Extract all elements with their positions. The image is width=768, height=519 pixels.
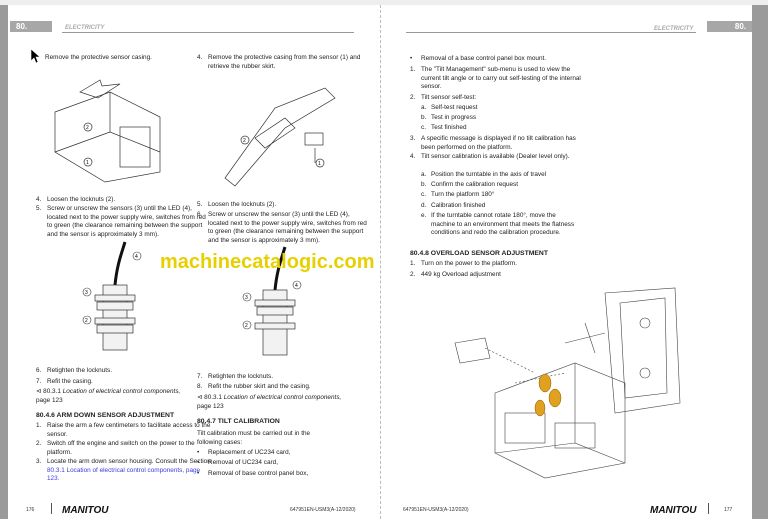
callout-2: 2 <box>85 318 88 324</box>
calib-c: c.Turn the platform 180° <box>421 191 495 198</box>
cross-reference-1[interactable]: ⊲ 80.3.1 Location of electrical control … <box>36 388 181 404</box>
right-page-edge <box>752 5 768 519</box>
right-step-1: 1.The "Tilt Management" sub-menu is used… <box>410 66 581 91</box>
arm-step-3: 3.Locate the arm down sensor housing. Co… <box>36 458 211 483</box>
step-6-screw-sensor: 6.Screw or unscrew the sensor (3) until … <box>197 211 367 244</box>
cross-reference-2[interactable]: ⊲ 80.3.1 Location of electrical control … <box>197 394 342 410</box>
callout-2: 2 <box>245 323 248 329</box>
heading-tilt-calibration: 80.4.7 TILT CALIBRATION <box>197 418 280 425</box>
overload-step-1: 1.Turn on the power to the platform. <box>410 260 518 267</box>
proximity-sensor-illustration-1: 3 2 4 <box>82 241 142 351</box>
self-test-b: b.Test in progress <box>421 114 477 121</box>
heading-overload-sensor: 80.4.8 OVERLOAD SENSOR ADJUSTMENT <box>410 250 548 257</box>
footer-separator-right <box>708 503 709 514</box>
callout-1: 1 <box>318 161 321 167</box>
manitou-logo-right: MANITOU <box>650 505 697 516</box>
step-4-right-col: 4.Remove the protective casing from the … <box>197 54 361 70</box>
calib-a: a.Position the turntable in the axis of … <box>421 171 547 178</box>
callout-2: 2 <box>86 125 89 131</box>
step-7-refit: 7.Refit the casing. <box>36 378 93 385</box>
viewer-top-bar <box>0 0 768 5</box>
step-7-retighten-right: 7.Retighten the locknuts. <box>197 373 274 380</box>
callout-3: 3 <box>85 290 88 296</box>
calib-b: b.Confirm the calibration request <box>421 181 519 188</box>
callout-1: 1 <box>86 160 89 166</box>
step-5-screw-sensors: 5.Screw or unscrew the sensors (3) until… <box>36 205 206 238</box>
tilt-case-1: •Replacement of UC234 card, <box>197 449 291 456</box>
section-link[interactable]: 80.3.1 Location of electrical control co… <box>47 466 201 483</box>
footer-separator <box>51 503 52 514</box>
bullet-icon: • <box>197 470 200 477</box>
manitou-logo-left: MANITOU <box>62 505 109 516</box>
proximity-sensor-illustration-2: 3 2 4 <box>242 246 302 356</box>
watermark: machinecatalogic.com <box>160 251 375 273</box>
header-rule-left <box>62 32 354 33</box>
overload-sensor-exploded-illustration <box>454 287 681 479</box>
document-code-left: 647951EN-USM3(A-12/2020) <box>290 507 356 513</box>
right-step-4: 4.Tilt sensor calibration is available (… <box>410 153 570 160</box>
callout-2: 2 <box>243 138 246 144</box>
arm-step-2: 2.Switch off the engine and switch on th… <box>36 440 195 456</box>
step-4-locknuts: 4.Loosen the locknuts (2). <box>36 196 116 203</box>
page-number-left: 176 <box>26 507 35 513</box>
chapter-badge-right: 80. <box>707 21 752 32</box>
right-step-3: 3.A specific message is displayed if no … <box>410 135 576 151</box>
bullet-icon: • <box>197 449 200 456</box>
bullet-icon: • <box>197 459 200 466</box>
step-6-retighten: 6.Retighten the locknuts. <box>36 367 113 374</box>
document-code-right: 647951EN-USM3(A-12/2020) <box>403 507 469 513</box>
callout-4: 4 <box>135 254 138 260</box>
tilt-case-3: •Removal of base control panel box, <box>197 470 309 477</box>
section-title-left: ELECTRICITY <box>65 25 105 31</box>
sensor-rubber-skirt-illustration: 12 <box>224 87 336 187</box>
bullet-icon: • <box>410 55 413 62</box>
mouse-cursor-icon <box>30 48 40 64</box>
heading-arm-down-sensor: 80.4.6 ARM DOWN SENSOR ADJUSTMENT <box>36 412 175 419</box>
page-number-right: 177 <box>724 507 733 513</box>
tilt-case-2: •Removal of UC234 card, <box>197 459 278 466</box>
section-title-right: ELECTRICITY <box>654 26 694 32</box>
calib-d: d.Calibration finished <box>421 202 486 209</box>
header-rule-right <box>406 32 696 33</box>
step-remove-casing: Remove the protective sensor casing. <box>45 54 152 61</box>
tilt-intro: Tilt calibration must be carried out in … <box>197 430 311 446</box>
overload-step-2: 2.449 kg Overload adjustment <box>410 271 501 278</box>
calib-e: e.If the turntable cannot rotate 180°, m… <box>421 212 575 237</box>
page-divider <box>380 5 381 519</box>
arm-step-1: 1.Raise the arm a few centimeters to fac… <box>36 422 211 438</box>
right-bullet-mount: •Removal of a base control panel box mou… <box>410 55 547 62</box>
reference-arrow-icon: ⊲ <box>197 394 203 401</box>
reference-arrow-icon: ⊲ <box>36 388 42 395</box>
self-test-a: a.Self-test request <box>421 104 478 111</box>
step-8-refit-skirt: 8.Refit the rubber skirt and the casing. <box>197 383 311 390</box>
right-step-2: 2.Tilt sensor self-test: <box>410 94 477 101</box>
callout-4: 4 <box>295 283 298 289</box>
step-5-locknuts-right: 5.Loosen the locknuts (2). <box>197 201 277 208</box>
chapter-badge-left: 80. <box>10 21 52 32</box>
left-page-edge <box>0 5 8 519</box>
sensor-casing-illustration: 21 <box>54 79 161 183</box>
self-test-c: c.Test finished <box>421 124 467 131</box>
callout-3: 3 <box>245 295 248 301</box>
